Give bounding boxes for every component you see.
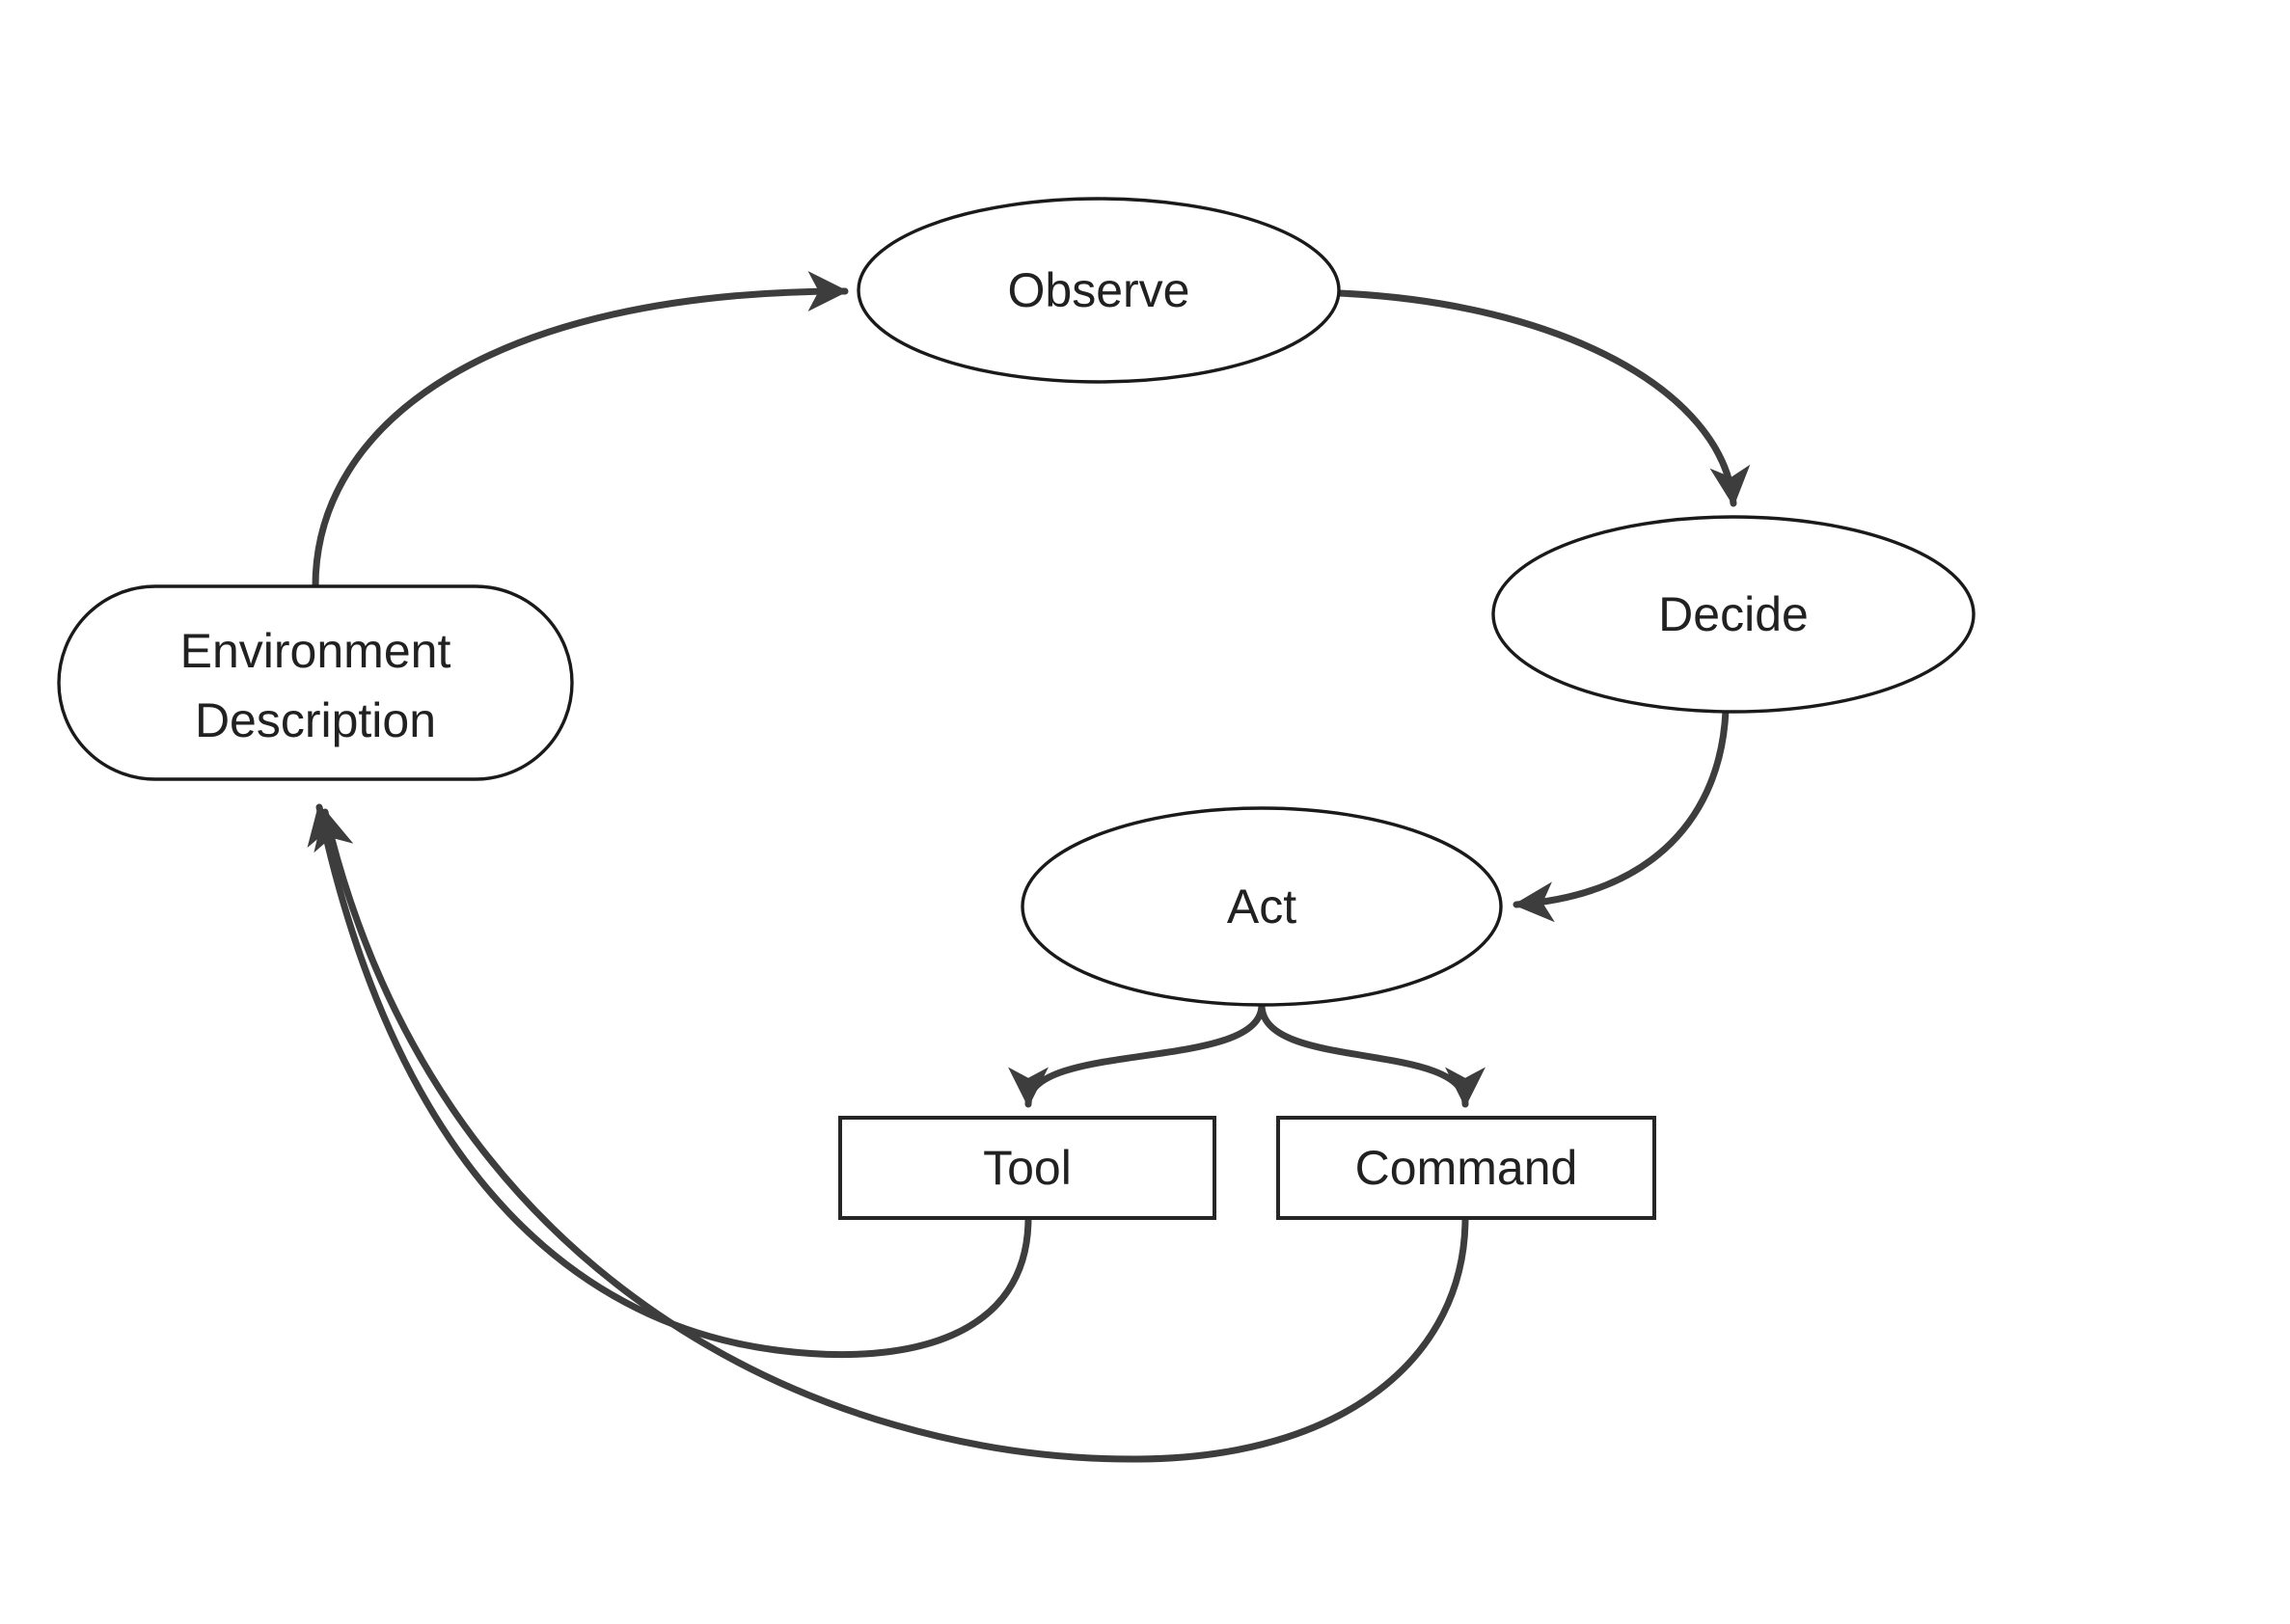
node-act-shape bbox=[1021, 806, 1503, 1007]
node-observe-label: Observe bbox=[1008, 263, 1190, 317]
node-tool-shape bbox=[838, 1116, 1216, 1220]
node-act-label: Act bbox=[1227, 880, 1296, 934]
edge-observe-to-decide bbox=[1335, 289, 1751, 507]
node-observe: Observe bbox=[857, 197, 1341, 384]
node-tool: Tool bbox=[838, 1116, 1216, 1220]
edge-act-to-tool bbox=[1008, 1001, 1266, 1108]
node-decide-label: Decide bbox=[1658, 587, 1809, 641]
node-command: Command bbox=[1276, 1116, 1656, 1220]
node-observe-shape bbox=[857, 197, 1341, 384]
node-environment-description-label-line2: Description bbox=[195, 693, 436, 747]
edge-command-to-environment bbox=[314, 808, 1469, 1463]
node-environment-description-shape bbox=[57, 584, 574, 781]
node-decide: Decide bbox=[1491, 515, 1976, 714]
edge-decide-to-act bbox=[1513, 707, 1730, 923]
node-decide-shape bbox=[1491, 515, 1976, 714]
edge-tool-to-environment bbox=[307, 803, 1032, 1359]
node-command-shape bbox=[1276, 1116, 1656, 1220]
edge-act-to-command bbox=[1258, 1001, 1486, 1108]
node-environment-description-label-line1: Environment bbox=[180, 624, 451, 678]
node-environment-description: Environment Description bbox=[57, 584, 574, 781]
node-tool-label: Tool bbox=[983, 1141, 1072, 1195]
node-act: Act bbox=[1021, 806, 1503, 1007]
edge-environment-to-observe bbox=[312, 271, 849, 590]
node-command-label: Command bbox=[1355, 1141, 1578, 1195]
